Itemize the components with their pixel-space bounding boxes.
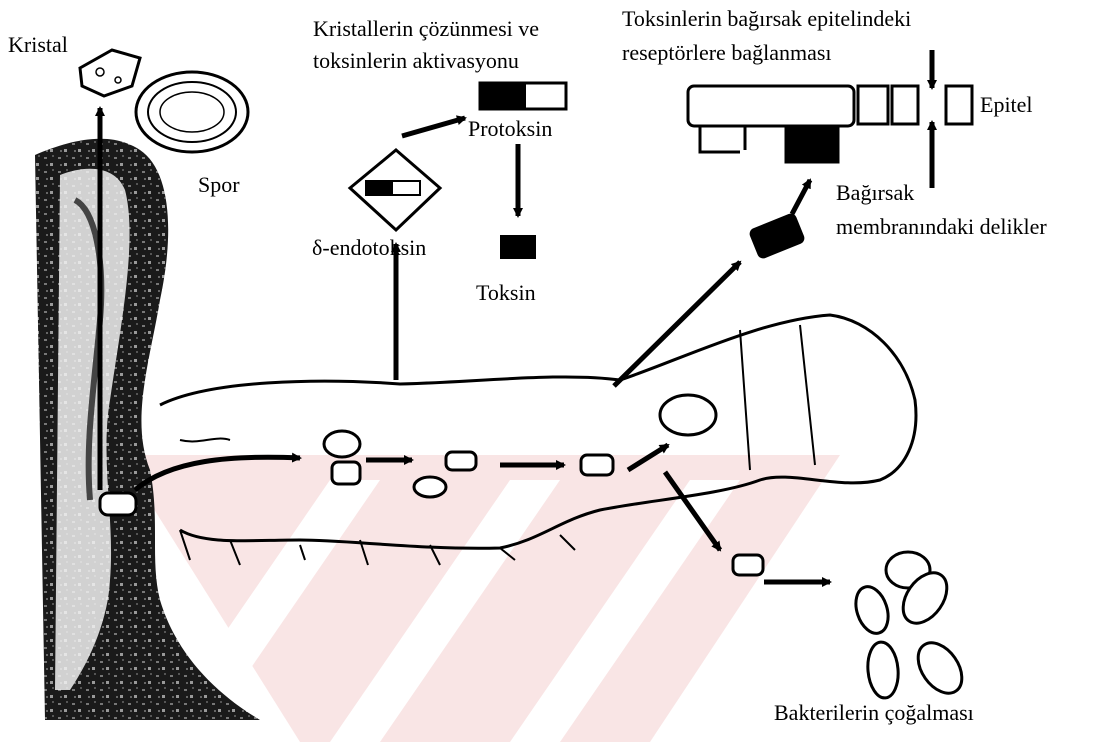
epithelium-cells — [688, 86, 972, 162]
label-protoksin: Protoksin — [468, 116, 552, 142]
label-baglanma-line1: Toksinlerin bağırsak epitelindeki — [622, 6, 911, 32]
label-epitel: Epitel — [980, 92, 1033, 118]
label-spor: Spor — [198, 172, 240, 198]
label-baglanma-line2: reseptörlere bağlanması — [622, 40, 832, 66]
label-toksin: Toksin — [476, 280, 536, 306]
label-cozunme-line1: Kristallerin çözünmesi ve — [313, 16, 539, 42]
label-delikler-line1: Bağırsak — [836, 180, 914, 206]
crystal-and-spore — [80, 50, 248, 152]
label-cogalma: Bakterilerin çoğalması — [774, 700, 974, 726]
label-cozunme-line2: toksinlerin aktivasyonu — [313, 48, 519, 74]
label-delikler-line2: membranındaki delikler — [836, 214, 1047, 240]
label-endotoksin: δ-endotoksin — [312, 235, 426, 261]
label-kristal: Kristal — [8, 32, 68, 58]
